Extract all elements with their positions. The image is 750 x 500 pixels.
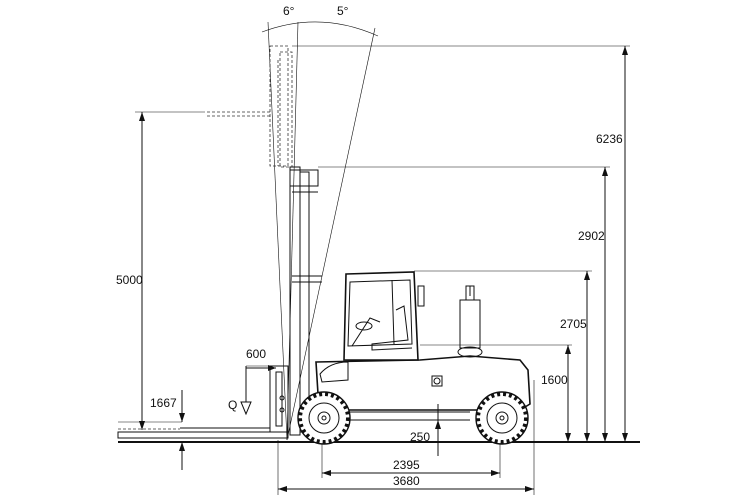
backward-tilt-label: 5°: [337, 4, 349, 18]
dimension-5000: 5000: [116, 112, 145, 430]
dimension-2902: 2902: [578, 167, 608, 442]
dimension-250: 250: [410, 420, 441, 456]
mast-lowered-height-label: 2902: [578, 229, 605, 243]
extension-lines: [118, 45, 630, 495]
rear-wheel: [475, 391, 529, 445]
free-lift-label: 1667: [150, 396, 177, 410]
dimension-6236: 6236: [596, 46, 628, 442]
mast: [117, 166, 322, 439]
load-center-indicator: 600 Q: [228, 347, 276, 416]
ground-clearance-label: 250: [410, 430, 430, 444]
guard-height-label: 2705: [560, 317, 587, 331]
dimension-2395: 2395: [322, 458, 500, 476]
dimension-1667: 1667: [150, 390, 185, 470]
overall-length-label: 3680: [393, 474, 420, 488]
seat-height-label: 1600: [541, 373, 568, 387]
extended-mast-outline: [205, 45, 293, 168]
load-symbol: Q: [228, 398, 237, 412]
dimension-1600: 1600: [541, 345, 571, 442]
dimension-3680: 3680: [278, 474, 534, 492]
max-height-label: 6236: [596, 132, 623, 146]
dimension-2705: 2705: [560, 271, 590, 442]
forward-tilt-label: 6°: [283, 4, 295, 18]
load-center-label: 600: [246, 347, 266, 361]
wheelbase-label: 2395: [393, 458, 420, 472]
max-lift-height-label: 5000: [116, 273, 143, 287]
tilt-angle-indicator: 6° 5°: [261, 4, 379, 441]
front-wheel: [297, 391, 351, 445]
